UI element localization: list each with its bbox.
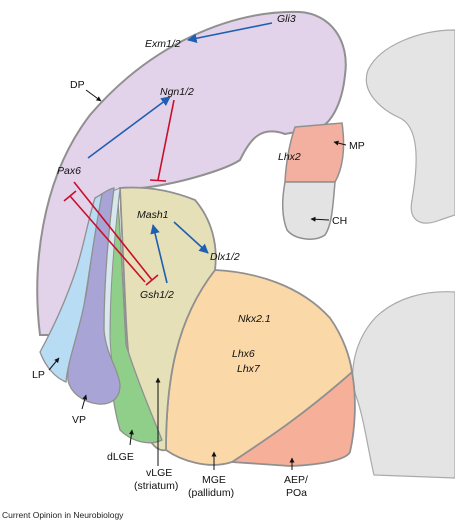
figure-caption: Current Opinion in Neurobiology	[2, 510, 124, 520]
gene-mash1: Mash1	[137, 209, 169, 221]
pax6-represses-gsh	[73, 181, 153, 281]
mp-pointer	[333, 140, 347, 146]
gsh-to-mash1	[150, 224, 168, 284]
activation-links	[87, 22, 273, 284]
region-aep-sublabel: POa	[286, 487, 307, 499]
ch-pointer	[310, 216, 330, 222]
dlge-pointer	[128, 429, 134, 446]
gene-lhx2: Lhx2	[278, 151, 301, 163]
gene-pax6: Pax6	[57, 165, 81, 177]
right-hemisphere-lower	[352, 291, 455, 479]
mash1-to-dlx	[173, 221, 209, 254]
gene-ngn12: Ngn1/2	[160, 86, 194, 98]
region-dp-label: DP	[70, 79, 85, 91]
region-mge-label: MGE	[202, 474, 226, 486]
repression-links	[63, 99, 175, 286]
gene-dlx12: Dlx1/2	[210, 251, 240, 263]
region-vlge-label: vLGE	[146, 467, 172, 479]
region-vp-label: VP	[72, 414, 86, 426]
label-pointers	[48, 89, 347, 470]
gene-nkx21: Nkx2.1	[238, 313, 271, 325]
gene-lhx7: Lhx7	[237, 363, 261, 375]
right-hemisphere-upper	[365, 29, 455, 224]
cortical-hem-region	[281, 181, 336, 240]
lateral-pallium-region	[39, 192, 103, 383]
pax6-to-ngn	[87, 96, 171, 159]
region-mge-sublabel: (pallidum)	[188, 487, 234, 499]
region-aep-label: AEP/	[284, 474, 308, 486]
region-lp-label: LP	[32, 369, 45, 381]
gli3-to-exm	[187, 22, 273, 43]
region-ch-label: CH	[332, 215, 347, 227]
dp-pointer	[85, 89, 102, 102]
region-dlge-label: dLGE	[107, 451, 134, 463]
region-mp-label: MP	[349, 140, 365, 152]
lge-region	[119, 186, 217, 452]
gene-lhx6: Lhx6	[232, 348, 255, 360]
vp-pointer	[81, 394, 88, 410]
lp-pointer	[48, 357, 60, 371]
gene-gli3: Gli3	[277, 13, 296, 25]
gene-exm12: Exm1/2	[145, 38, 181, 50]
gene-gsh12: Gsh1/2	[140, 289, 174, 301]
ngn-represses-mash1	[157, 99, 175, 181]
gsh-represses-pax6	[69, 195, 146, 283]
region-vlge-sublabel: (striatum)	[134, 480, 178, 492]
